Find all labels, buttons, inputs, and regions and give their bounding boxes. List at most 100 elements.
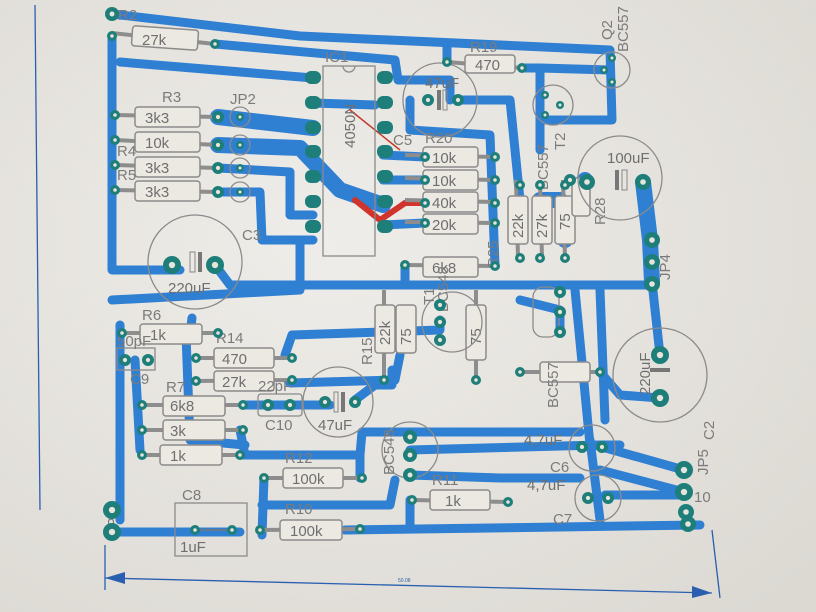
pad-hole: [680, 488, 688, 496]
pad-hole: [423, 155, 427, 159]
r3-ref: R3: [162, 89, 181, 106]
q2-value: BC557: [615, 6, 632, 52]
pad-hole: [382, 378, 386, 382]
r12-value: 100k: [292, 471, 325, 488]
jp4-ref: JP4: [657, 254, 674, 280]
c9-value: 50pF: [117, 333, 151, 350]
pad-hole: [579, 444, 585, 450]
pad-hole: [640, 179, 646, 185]
c10b-label: 10: [694, 489, 711, 506]
pad-hole: [584, 179, 590, 185]
pad-hole: [290, 378, 294, 382]
pad-hole: [493, 155, 497, 159]
q2-ref: Q2: [599, 20, 616, 40]
t4-value: BC557: [545, 362, 562, 408]
r4-value: 10k: [145, 135, 170, 152]
r3-value: 3k3: [145, 110, 169, 127]
c6-value: 4,7uF: [524, 432, 562, 449]
r21-value: 10k: [432, 173, 457, 190]
c4-value: 47uF: [425, 75, 459, 92]
ic1-4050n: IC1 4050N: [305, 49, 393, 257]
pad-hole: [322, 399, 328, 405]
pad-hole: [605, 495, 611, 501]
pad-hole: [425, 97, 431, 103]
pad-hole: [238, 166, 242, 170]
pad-hole: [598, 370, 602, 374]
r12-ref: R12: [285, 450, 313, 467]
r15-ref: R15: [359, 337, 376, 365]
r25-value: 6k8: [432, 260, 456, 277]
r9-value: 1k: [170, 448, 186, 465]
r75a-value: 75: [557, 213, 574, 230]
pad-hole: [287, 402, 293, 408]
rx-value: 3k3: [145, 184, 169, 201]
pad-hole: [216, 331, 220, 335]
pad-hole: [108, 506, 116, 514]
c5-ref: C5: [393, 132, 412, 149]
pad-hole: [543, 113, 547, 117]
c7-value: 4,7uF: [527, 477, 565, 494]
r14-ref: R14: [216, 330, 244, 347]
pad-hole: [290, 356, 294, 360]
pads: [103, 7, 696, 541]
jp2-ref: JP2: [230, 91, 256, 108]
c2-ref: C2: [701, 421, 718, 440]
pad-hole: [602, 68, 606, 72]
pad-hole: [109, 11, 115, 17]
t2-ref: T2: [552, 132, 569, 150]
dimension-horizontal: 50.08: [398, 578, 411, 584]
pad-hole: [493, 178, 497, 182]
c8-value: 1uF: [180, 539, 206, 556]
pad-hole: [108, 528, 116, 536]
pad-hole: [407, 472, 413, 478]
pad-hole: [215, 142, 221, 148]
pad-hole: [140, 403, 144, 407]
r20-ref: R20: [425, 130, 453, 147]
c47b-value: 47uF: [318, 417, 352, 434]
pad-hole: [238, 190, 242, 194]
pad-hole: [211, 261, 219, 269]
ic1-ref: IC1: [325, 49, 348, 66]
pad-hole: [543, 93, 547, 97]
c3-ref: C3: [242, 227, 261, 244]
capacitors: C3 220uF 47uF C5 100uF 220uF 50pF C9 22p…: [116, 62, 708, 557]
pad-hole: [360, 476, 364, 480]
r5-ref: R5: [117, 167, 136, 184]
pad-hole: [506, 500, 510, 504]
r75c-value: 75: [468, 328, 485, 345]
pad-hole: [557, 289, 563, 295]
r2-value: 27k: [142, 32, 167, 49]
r7-ref: R7: [166, 379, 185, 396]
pad-hole: [437, 337, 443, 343]
pad-hole: [194, 356, 198, 360]
pad-hole: [493, 221, 497, 225]
pad-hole: [423, 178, 427, 182]
pad-hole: [538, 183, 542, 187]
pad-hole: [358, 527, 362, 531]
pad-hole: [140, 428, 144, 432]
pad-hole: [238, 453, 242, 457]
r11-value: 1k: [445, 493, 461, 510]
pad-hole: [145, 357, 151, 363]
pad-hole: [518, 370, 522, 374]
c3-value: 220uF: [168, 280, 211, 297]
pad-hole: [194, 379, 198, 383]
r7-value: 6k8: [170, 398, 194, 415]
r15-value: 22k: [377, 320, 394, 345]
r10-ref: R10: [285, 501, 313, 518]
t2-value: BC557: [535, 144, 552, 190]
pad-hole: [455, 97, 461, 103]
c100-value: 100uF: [607, 150, 650, 167]
pad-hole: [585, 495, 591, 501]
r24-value: 20k: [432, 217, 457, 234]
t1-ref: T1: [421, 287, 438, 305]
r19-value: 470: [475, 57, 500, 74]
pad-hole: [238, 143, 242, 147]
c10-value: 22pF: [258, 378, 292, 395]
pad-hole: [113, 138, 117, 142]
pad-hole: [238, 115, 242, 119]
c10-ref: C10: [265, 417, 293, 434]
r10-value: 100k: [290, 523, 323, 540]
t3-value: BC548: [381, 429, 398, 475]
pad-hole: [656, 394, 664, 402]
